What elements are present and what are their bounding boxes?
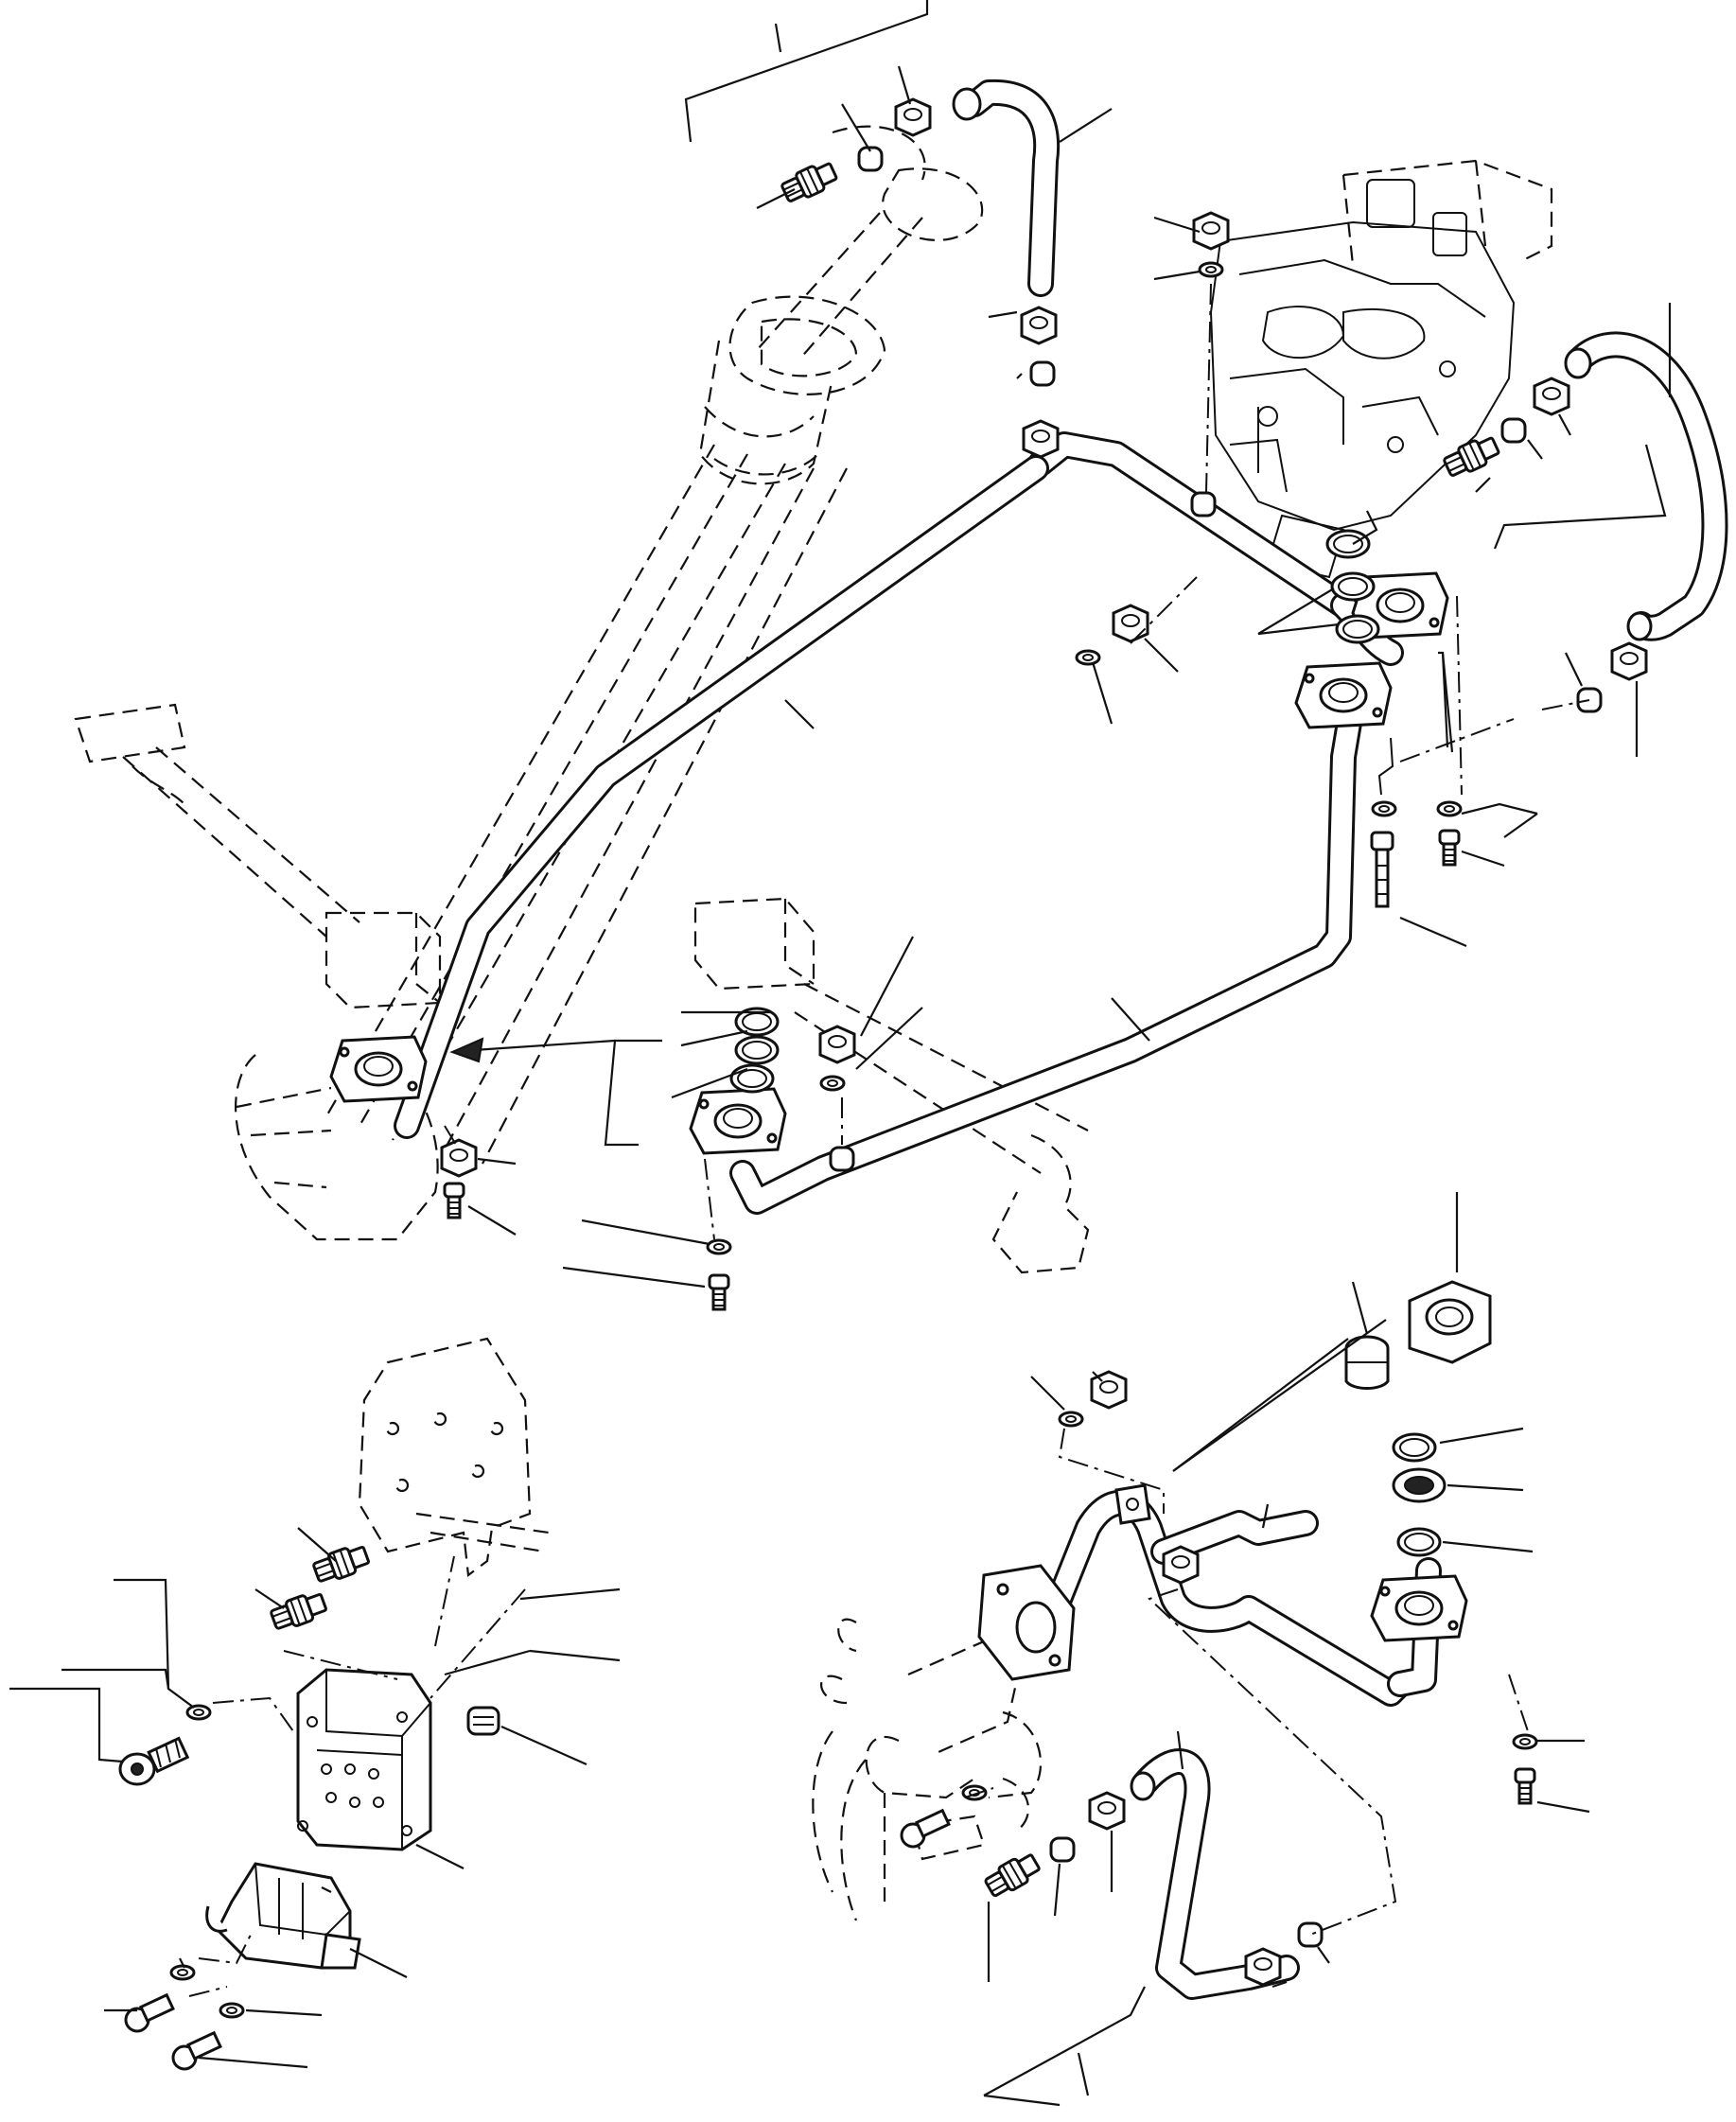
top-hook-pipe xyxy=(952,79,1061,297)
long-flange-bolt xyxy=(1370,831,1394,908)
plug xyxy=(818,1025,856,1064)
large-hex-nut xyxy=(1408,1280,1492,1364)
o-ring xyxy=(734,1035,780,1065)
sleeve xyxy=(1297,1921,1324,1948)
spacer xyxy=(829,1146,855,1172)
flange-seal xyxy=(1392,1467,1447,1503)
spacer xyxy=(1190,491,1217,517)
sleeve xyxy=(1049,1836,1076,1863)
washer xyxy=(1436,800,1463,817)
top-nut xyxy=(894,97,932,137)
lower-right-assembly xyxy=(812,1192,1590,2107)
o-ring xyxy=(1392,1432,1437,1463)
ghost-bracket xyxy=(358,1337,532,1578)
hose-end-nut xyxy=(1244,1947,1282,1987)
side-nut xyxy=(1162,1545,1200,1585)
washer xyxy=(169,1964,196,1981)
lower-left-centre-lines xyxy=(188,1555,526,1997)
pipe-bracket-clip xyxy=(1114,1483,1151,1525)
flange-bolt xyxy=(1514,1767,1536,1805)
solenoid-valve-block xyxy=(296,1668,432,1851)
screw xyxy=(171,2030,222,2071)
socket-head-bolt xyxy=(118,1736,190,1786)
washer xyxy=(185,1704,212,1721)
lower-pipe-flange xyxy=(689,1087,787,1155)
o-ring xyxy=(729,1063,775,1094)
washer xyxy=(1058,1411,1084,1428)
hose-adapter-fitting xyxy=(981,1849,1043,1902)
upper-centre-lines xyxy=(444,283,1590,1240)
cap-screw xyxy=(900,1808,951,1849)
right-loop-pipe xyxy=(1564,331,1728,641)
return-pipe-flange xyxy=(1294,661,1393,729)
actuator-flange xyxy=(977,1564,1076,1681)
control-valve-body xyxy=(1209,179,1516,579)
flange-nut xyxy=(440,1138,478,1178)
flange-bolt xyxy=(708,1273,730,1311)
lower-right-leader-lines xyxy=(983,1192,1590,2107)
lower-loop-nut xyxy=(1610,641,1648,681)
o-ring xyxy=(1330,571,1376,602)
elbow-nut xyxy=(1020,306,1058,345)
sleeve xyxy=(1029,360,1056,387)
lower-left-assembly xyxy=(9,1337,621,2071)
top-adapter-fitting xyxy=(778,157,841,207)
sleeve xyxy=(1500,417,1527,444)
flange-bolt xyxy=(1438,829,1461,867)
lower-right-centre-lines xyxy=(964,1428,1529,1936)
washer xyxy=(219,2002,245,2019)
spring-pin xyxy=(1377,737,1394,796)
adapter-fitting xyxy=(268,1587,330,1635)
lower-return-pipe xyxy=(729,687,1366,1215)
center-nut xyxy=(1112,604,1149,643)
washer xyxy=(819,1075,846,1092)
left-pump-flange xyxy=(329,1035,428,1103)
main-supply-pipe xyxy=(394,431,1404,1139)
screw xyxy=(124,1992,175,2033)
lower-connector-plug xyxy=(205,1862,361,1970)
connector-nut xyxy=(1022,419,1060,459)
flange-bolt xyxy=(443,1182,465,1219)
washer xyxy=(1075,649,1101,666)
o-ring xyxy=(1335,614,1380,644)
valve-to-actuator-pipe xyxy=(1027,1489,1442,1707)
loop-nut xyxy=(1533,377,1570,416)
washer xyxy=(1512,1733,1538,1750)
o-ring xyxy=(1396,1527,1442,1557)
hose-nut xyxy=(1088,1791,1126,1831)
block-plug xyxy=(466,1706,500,1736)
lower-left-leader-lines xyxy=(9,1527,621,2069)
upper-leader-lines xyxy=(449,0,1672,1289)
upper-assembly xyxy=(74,0,1728,1311)
washer xyxy=(706,1238,732,1255)
ghost-boom-cylinder xyxy=(74,125,1553,1274)
washer xyxy=(1371,800,1397,817)
o-ring xyxy=(1325,529,1371,559)
valve-side-flange xyxy=(1370,1574,1468,1642)
z-hose xyxy=(1130,1748,1300,2000)
washer xyxy=(1198,261,1224,278)
